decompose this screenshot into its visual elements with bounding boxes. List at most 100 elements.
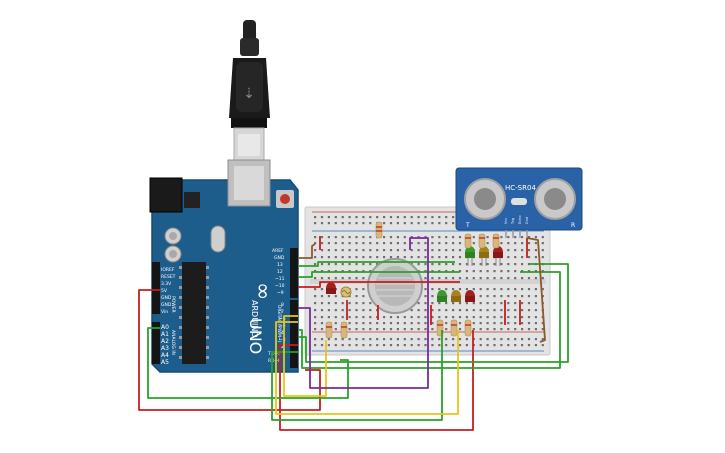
breadboard-hole xyxy=(472,242,475,245)
breadboard-hole xyxy=(348,216,351,219)
breadboard-hole xyxy=(527,242,531,245)
breadboard-hole xyxy=(452,216,455,219)
breadboard-hole xyxy=(500,322,503,325)
sensor-pin-label: Trig xyxy=(511,218,515,225)
breadboard-hole xyxy=(362,328,365,331)
breadboard-hole xyxy=(507,288,510,291)
breadboard-hole xyxy=(314,242,317,245)
breadboard-hole xyxy=(521,295,524,298)
breadboard-hole xyxy=(445,216,448,219)
ultrasonic-sensor[interactable]: HC-SR04 T R Vcc Trig Echo Gnd xyxy=(455,167,583,238)
breadboard-hole xyxy=(431,322,434,325)
photoresistor[interactable] xyxy=(340,286,352,298)
breadboard-hole xyxy=(314,216,317,219)
breadboard-hole xyxy=(514,344,517,347)
pin-label: 8 xyxy=(281,302,284,308)
wire-green[interactable] xyxy=(298,271,561,369)
breadboard-hole xyxy=(327,344,330,347)
pin-label: IOREF xyxy=(161,267,175,273)
breadboard-hole xyxy=(410,222,413,225)
breadboard-hole xyxy=(507,256,510,259)
power-header[interactable] xyxy=(152,262,160,314)
wire-yellow[interactable] xyxy=(283,315,327,397)
led-red[interactable] xyxy=(465,290,475,302)
wire-red[interactable] xyxy=(298,281,460,288)
breadboard-hole xyxy=(431,222,434,225)
wire-green[interactable] xyxy=(298,261,455,267)
breadboard-hole xyxy=(348,236,351,239)
led-group-bottom[interactable] xyxy=(437,290,475,302)
led-yellow[interactable] xyxy=(451,290,461,302)
breadboard-hole xyxy=(445,277,448,280)
pin-label: A0 xyxy=(161,324,169,331)
arduino-uno-board[interactable]: ARDUINO UNO ∞ DIGITAL (PWM~) POWER ANALO… xyxy=(149,159,299,373)
breadboard-hole xyxy=(369,242,372,245)
wire-purple[interactable] xyxy=(298,237,429,389)
analog-header[interactable] xyxy=(152,322,160,364)
wire-green[interactable] xyxy=(271,330,443,421)
breadboard-hole xyxy=(314,302,317,305)
breadboard-hole xyxy=(541,249,544,252)
wire-green[interactable] xyxy=(298,271,460,278)
led-group-top[interactable] xyxy=(465,246,503,266)
wire-green[interactable] xyxy=(147,327,349,399)
led-red[interactable] xyxy=(493,246,503,266)
led-yellow[interactable] xyxy=(479,246,489,266)
wire-brown[interactable] xyxy=(526,237,546,343)
breadboard-hole xyxy=(403,322,406,325)
breadboard-hole xyxy=(424,263,427,266)
breadboard-hole xyxy=(410,328,413,331)
wire-brown[interactable] xyxy=(298,243,316,259)
breadboard-hole xyxy=(362,338,365,341)
gas-sensor[interactable] xyxy=(367,258,423,314)
breadboard-hole xyxy=(486,309,489,312)
breadboard-hole xyxy=(438,236,441,239)
breadboard-hole xyxy=(362,344,365,347)
wire-red[interactable] xyxy=(279,330,474,431)
led-red-left[interactable] xyxy=(326,282,336,294)
pin-label: RX←0 xyxy=(268,358,281,364)
pin-label: ~3 xyxy=(279,337,286,343)
usb-cable-icon[interactable]: ⇣ xyxy=(229,20,270,163)
led-green[interactable] xyxy=(465,246,475,266)
breadboard-hole xyxy=(472,288,475,291)
breadboard-hole xyxy=(334,236,337,239)
breadboard-hole xyxy=(341,316,344,319)
breadboard-hole xyxy=(383,242,386,245)
brand-label: ARDUINO xyxy=(250,300,259,338)
breadboard-hole xyxy=(389,256,393,259)
breadboard-hole xyxy=(486,328,489,331)
breadboard-hole xyxy=(334,302,337,305)
breadboard-hole xyxy=(514,242,517,245)
breadboard-hole xyxy=(334,344,337,347)
breadboard-hole xyxy=(445,344,448,347)
breadboard-hole xyxy=(431,302,434,305)
gnd-label: GND xyxy=(274,255,285,261)
breadboard-hole xyxy=(355,309,358,312)
breadboard-hole xyxy=(534,249,537,252)
pin-label: A3 xyxy=(161,345,169,352)
breadboard-hole xyxy=(541,288,544,291)
breadboard-hole xyxy=(383,256,386,259)
wire-green[interactable] xyxy=(298,263,569,363)
breadboard-hole xyxy=(355,344,358,347)
breadboard-hole xyxy=(527,302,531,305)
breadboard-hole xyxy=(410,344,413,347)
breadboard-hole xyxy=(355,288,358,291)
breadboard-hole xyxy=(348,344,351,347)
digital-header-bottom[interactable] xyxy=(290,300,298,368)
breadboard-hole xyxy=(362,295,365,298)
breadboard-hole xyxy=(521,249,524,252)
breadboard-hole xyxy=(424,316,427,319)
breadboard-hole xyxy=(314,249,317,252)
breadboard-hole xyxy=(541,344,544,347)
led-green[interactable] xyxy=(437,290,447,302)
wire-red[interactable] xyxy=(138,289,321,411)
breadboard-hole xyxy=(534,295,537,298)
breadboard-hole xyxy=(341,256,344,259)
breadboard-hole xyxy=(493,277,496,280)
digital-header-top[interactable] xyxy=(290,248,298,298)
breadboard-hole xyxy=(479,277,482,280)
breadboard-hole xyxy=(445,263,448,266)
